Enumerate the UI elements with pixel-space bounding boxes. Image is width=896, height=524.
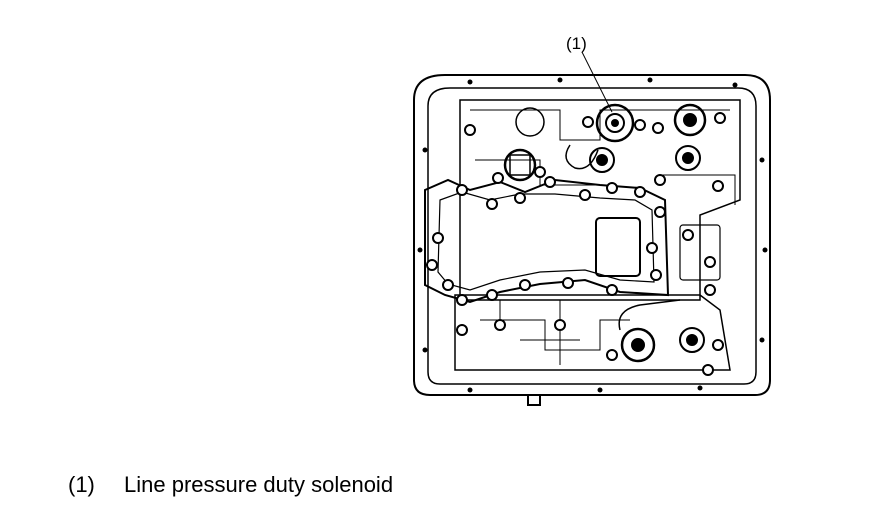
legend-text: Line pressure duty solenoid: [124, 472, 394, 497]
drain-plug: [527, 395, 541, 406]
legend-item: (1) Line pressure duty solenoid: [68, 472, 393, 498]
solenoid-harness: [565, 144, 599, 170]
legend-number: (1): [68, 472, 95, 497]
oil-pan-inner-rim: [427, 87, 757, 385]
valve-body-illustration: [413, 51, 771, 406]
line-pressure-duty-solenoid: [595, 103, 635, 143]
callout-leader: [581, 51, 613, 113]
separator-plate: [424, 178, 670, 304]
pan-bolt-holes: [417, 77, 768, 393]
oil-pan-outline: [413, 74, 771, 396]
valve-body-lower: [454, 294, 731, 371]
callout-number-1: (1): [566, 34, 587, 53]
plate-window: [595, 217, 641, 277]
mounting-bolts: [426, 112, 726, 376]
